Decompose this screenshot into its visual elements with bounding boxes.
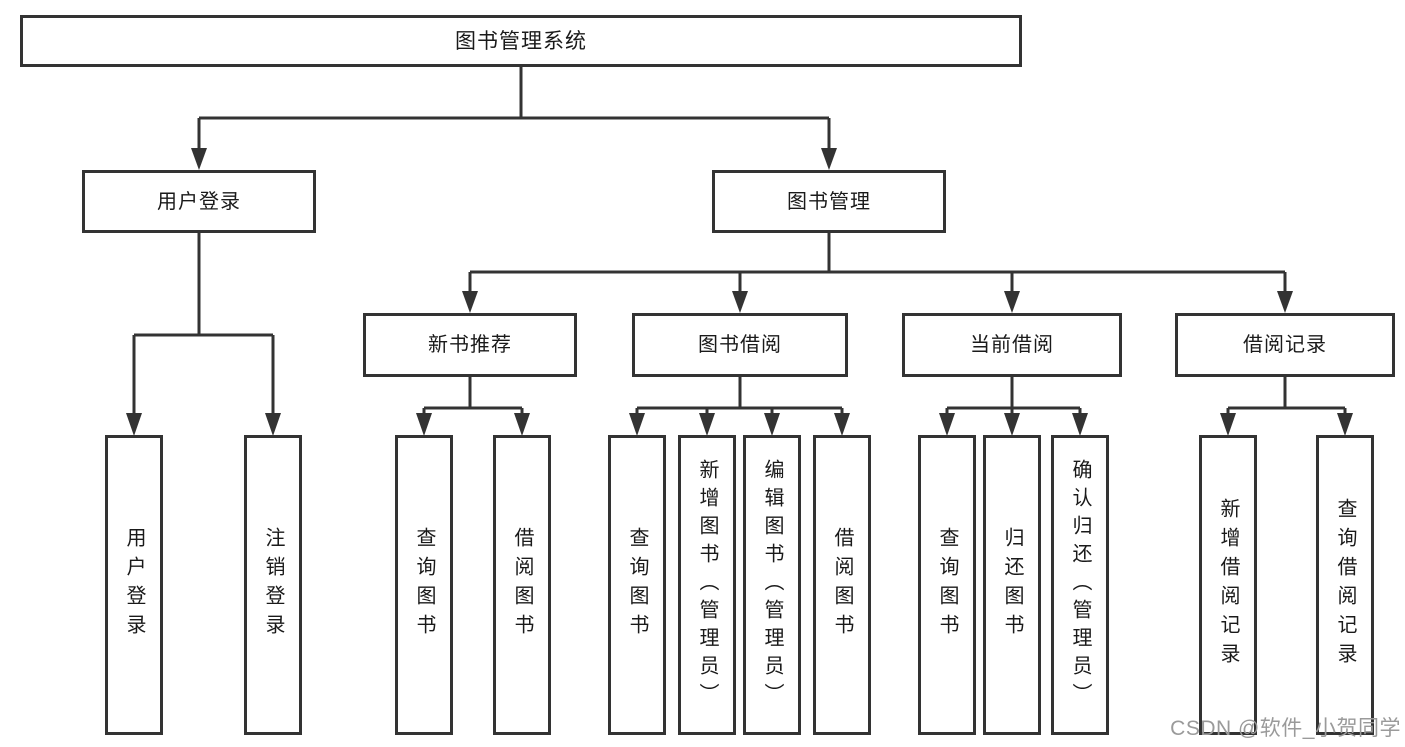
leaf-confirm-return-admin: 确认归还（管理员） (1051, 435, 1109, 735)
leaf-add-borrow-record: 新增借阅记录 (1199, 435, 1257, 735)
leaf-query-books-recommend: 查询图书 (395, 435, 453, 735)
leaf-add-book-admin: 新增图书（管理员） (678, 435, 736, 735)
node-book-management-module: 图书管理 (712, 170, 946, 233)
csdn-watermark: CSDN @软件_小贺同学 (1170, 717, 1401, 740)
leaf-logout: 注销登录 (244, 435, 302, 735)
node-user-login-module: 用户登录 (82, 170, 316, 233)
node-current-borrow: 当前借阅 (902, 313, 1122, 377)
leaf-borrow-books: 借阅图书 (813, 435, 871, 735)
node-root-library-system: 图书管理系统 (20, 15, 1022, 67)
node-new-book-recommend: 新书推荐 (363, 313, 577, 377)
leaf-borrow-books-recommend: 借阅图书 (493, 435, 551, 735)
leaf-user-login: 用户登录 (105, 435, 163, 735)
leaf-query-borrow-record: 查询借阅记录 (1316, 435, 1374, 735)
leaf-return-book: 归还图书 (983, 435, 1041, 735)
node-borrow-records: 借阅记录 (1175, 313, 1395, 377)
leaf-edit-book-admin: 编辑图书（管理员） (743, 435, 801, 735)
leaf-query-books-current: 查询图书 (918, 435, 976, 735)
node-book-borrow: 图书借阅 (632, 313, 848, 377)
leaf-query-books-borrow: 查询图书 (608, 435, 666, 735)
